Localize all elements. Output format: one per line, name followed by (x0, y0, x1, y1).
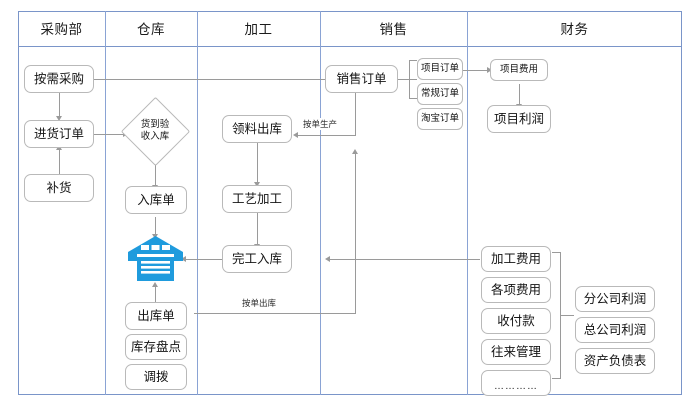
arrowhead-shiporder-up (351, 149, 358, 154)
node-project-profit[interactable]: 项目利润 (487, 105, 551, 133)
node-sales-order[interactable]: 销售订单 (325, 65, 398, 93)
node-outbound-order[interactable]: 出库单 (125, 302, 187, 330)
node-receipts-payments[interactable]: 收付款 (481, 308, 551, 334)
node-more-ellipsis[interactable]: ………… (481, 370, 551, 396)
lane-header-divider (18, 46, 682, 47)
edge-check-to-inbound (155, 162, 156, 186)
edge-issue-to-craft (257, 143, 258, 183)
lane-title-purchasing: 采购部 (40, 22, 83, 37)
node-various-cost[interactable]: 各项费用 (481, 277, 551, 303)
arrowhead-purchase-order (55, 116, 62, 121)
node-head-profit[interactable]: 总公司利润 (575, 317, 655, 343)
node-transactions-mgmt[interactable]: 往来管理 (481, 339, 551, 365)
edge-craft-to-finish (257, 213, 258, 245)
node-processing-cost[interactable]: 加工费用 (481, 246, 551, 272)
node-balance-sheet[interactable]: 资产负债表 (575, 348, 655, 374)
arrowhead-craft (253, 182, 260, 187)
edge-finish-to-warehouse (184, 259, 225, 260)
edge-shiporder-horiz (194, 313, 356, 314)
arrowhead-warehouse-top (151, 234, 158, 239)
edge-label-make-to-order: 按单生产 (301, 118, 340, 130)
edge-proccost-to-finish (328, 259, 480, 260)
lane-title-processing: 加工 (244, 22, 273, 37)
node-on-demand-purchase[interactable]: 按需采购 (24, 65, 94, 93)
lane-divider-4 (467, 11, 468, 395)
arrowhead-material-issue (293, 131, 298, 138)
lane-divider-2 (197, 11, 198, 395)
edge-replenish-to-order (59, 148, 60, 174)
arrowhead-project-cost (487, 66, 492, 73)
node-finish-inbound[interactable]: 完工入库 (222, 245, 292, 273)
edge-inbound-to-warehouse (155, 217, 156, 235)
lane-title-sales: 销售 (379, 22, 408, 37)
node-branch-profit[interactable]: 分公司利润 (575, 286, 655, 312)
lane-divider-1 (105, 11, 106, 395)
goods-arrival-line1: 货到验 (140, 119, 170, 131)
warehouse-icon (126, 234, 185, 282)
edge-makeorder-horiz (296, 135, 356, 136)
edge-projorder-to-projcost (461, 70, 488, 71)
edge-order-to-check (94, 134, 124, 135)
node-regular-order[interactable]: 常规订单 (417, 83, 463, 105)
node-material-issue[interactable]: 领料出库 (222, 115, 292, 143)
node-purchase-order[interactable]: 进货订单 (24, 120, 94, 148)
edge-shiporder-vert (355, 152, 356, 314)
node-replenish[interactable]: 补货 (24, 174, 94, 202)
edge-salesorder-to-purchase (71, 79, 325, 80)
node-transfer[interactable]: 调拨 (125, 364, 187, 390)
goods-arrival-line2: 收入库 (140, 131, 170, 142)
node-goods-arrival-check[interactable]: 货到验 收入库 (120, 96, 190, 166)
lane-title-warehouse: 仓库 (137, 22, 165, 37)
arrowhead-warehouse-right (181, 255, 186, 262)
node-taobao-order[interactable]: 淘宝订单 (417, 108, 463, 130)
node-craft-processing[interactable]: 工艺加工 (222, 185, 292, 213)
edge-purchase-to-order (59, 93, 60, 117)
edge-outbound-to-warehouse (155, 285, 156, 302)
arrowhead-finish-from-cost (325, 255, 330, 262)
node-stock-count[interactable]: 库存盘点 (125, 334, 187, 360)
arrowhead-warehouse-bottom (151, 282, 158, 287)
edge-makeorder-vert-top (355, 93, 356, 136)
node-inbound-order[interactable]: 入库单 (125, 186, 187, 214)
lane-divider-3 (320, 11, 321, 395)
node-project-cost[interactable]: 项目费用 (490, 59, 548, 81)
lane-title-finance: 财务 (560, 22, 589, 37)
edge-label-ship-to-order: 按单出库 (240, 297, 279, 309)
edge-projcost-to-projprofit (519, 84, 520, 105)
node-project-order[interactable]: 项目订单 (417, 58, 463, 80)
